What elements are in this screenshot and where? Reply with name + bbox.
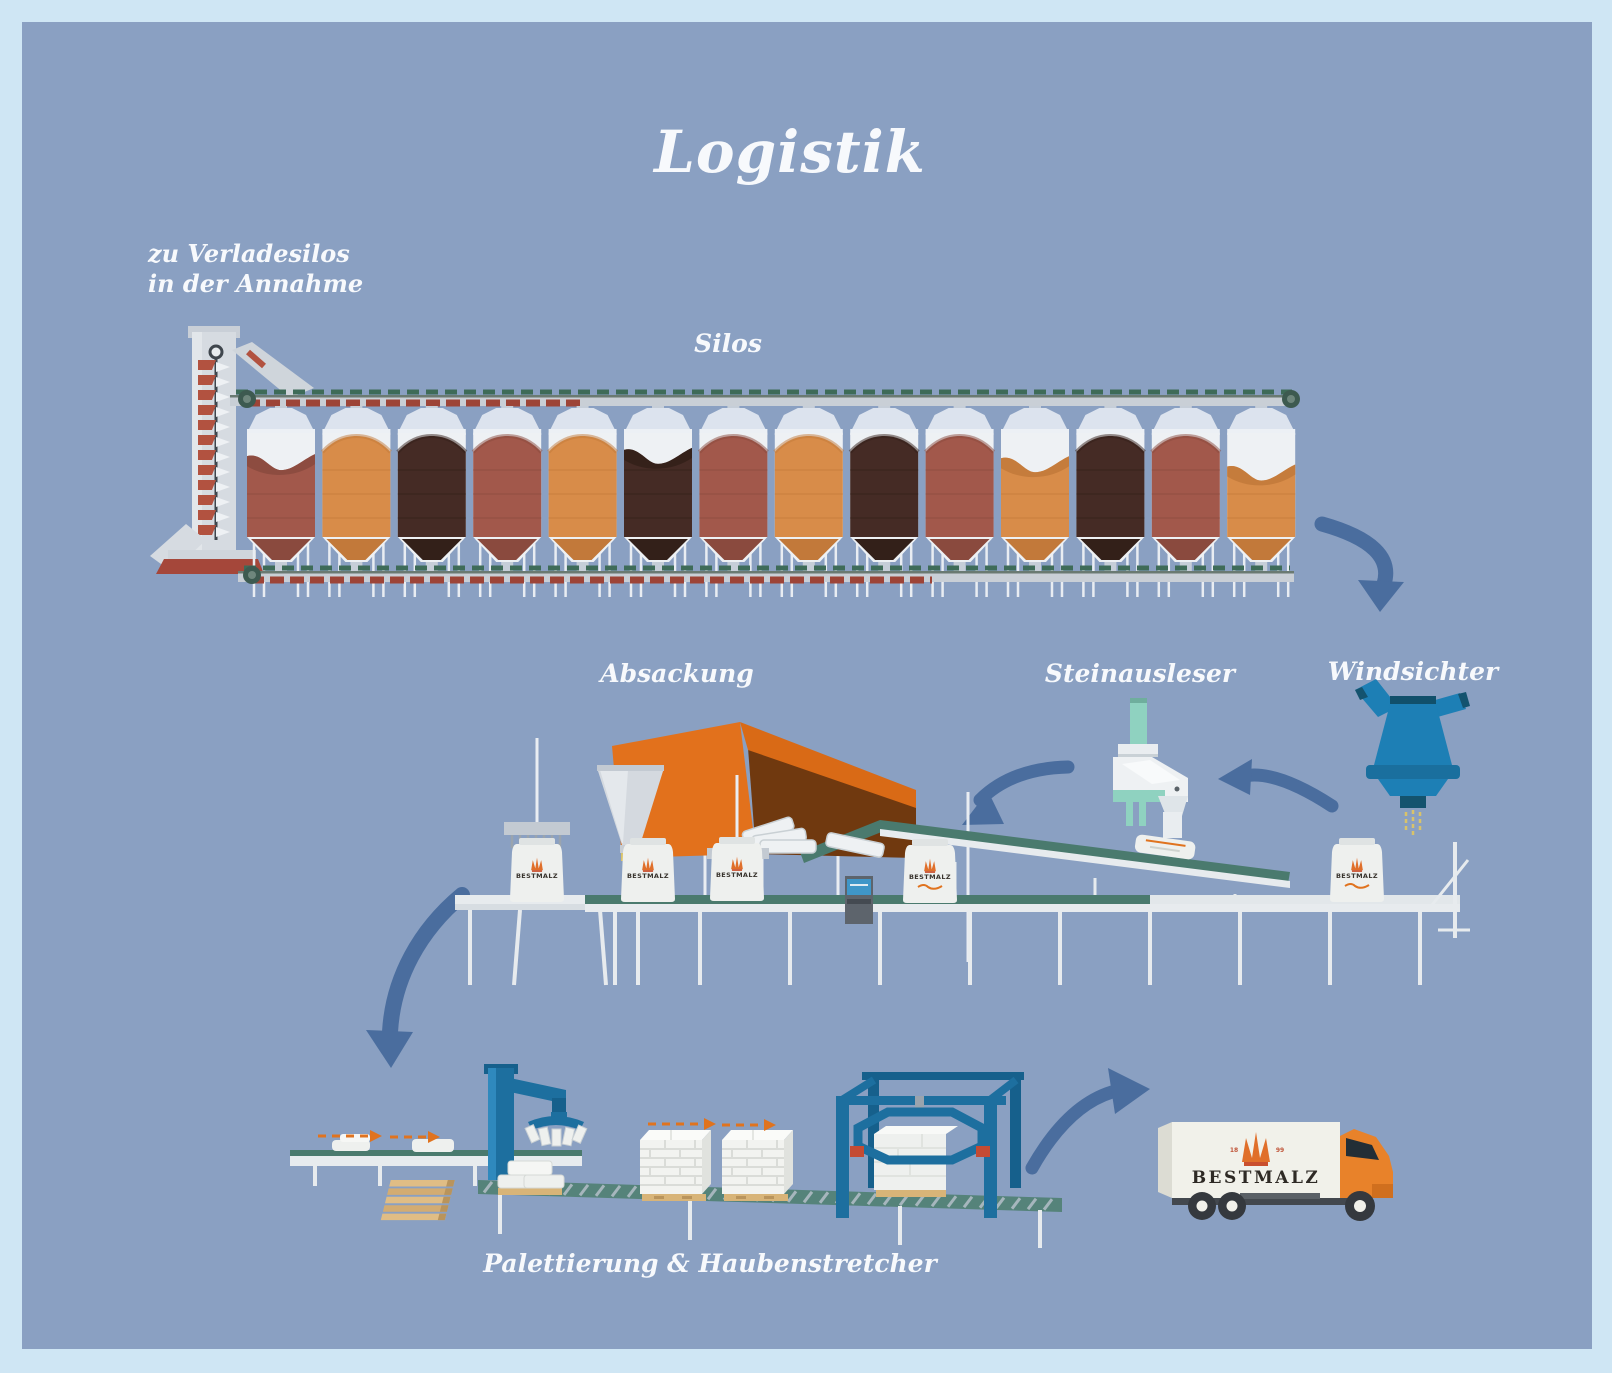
bag-brand-text: BESTMALZ bbox=[716, 871, 758, 879]
direction-arrows bbox=[318, 1118, 776, 1143]
bag-clamp-1 bbox=[504, 738, 570, 848]
falling-grain bbox=[1404, 810, 1422, 838]
delivery-truck: 18 99 BESTMALZ bbox=[1158, 1122, 1393, 1221]
end-railing bbox=[1430, 842, 1470, 938]
bag-brand-text: BESTMALZ bbox=[909, 873, 951, 881]
label-palettierung: Palettierung & Haubenstretcher bbox=[482, 1249, 938, 1278]
flow-arrow-windsichter-to-steinausleser bbox=[1218, 759, 1339, 813]
empty-pallet-stack bbox=[380, 1180, 455, 1221]
absackung-station: BESTMALZ BESTMALZ BESTMALZ BESTMALZ BESTMALZ bbox=[455, 722, 1470, 986]
truck-brand-text: BESTMALZ bbox=[1192, 1168, 1321, 1188]
silo-9 bbox=[848, 406, 920, 597]
silo-8 bbox=[773, 406, 845, 597]
filled-bags: BESTMALZ BESTMALZ BESTMALZ BESTMALZ BESTMALZ bbox=[510, 837, 1384, 903]
bestmalz-bag-5: BESTMALZ bbox=[1330, 838, 1384, 902]
label-windsichter: Windsichter bbox=[1328, 657, 1500, 686]
bag-brand-text: BESTMALZ bbox=[1336, 872, 1378, 880]
elevator-boot bbox=[156, 559, 264, 574]
steinausleser-machine bbox=[1113, 698, 1188, 838]
silo-7 bbox=[697, 406, 769, 597]
control-kiosk bbox=[845, 876, 873, 924]
flow-arrow-palettierung-to-truck bbox=[1025, 1068, 1150, 1175]
palletized-stack-2 bbox=[722, 1130, 793, 1201]
bucket-elevator bbox=[150, 326, 314, 574]
bag-on-ramp bbox=[1134, 834, 1196, 860]
silo-12 bbox=[1074, 406, 1146, 597]
logo-year-right: 99 bbox=[1276, 1147, 1284, 1154]
label-absackung: Absackung bbox=[598, 659, 754, 688]
label-silos: Silos bbox=[694, 329, 762, 358]
bottom-conveyor bbox=[238, 565, 1294, 584]
palletized-stack-1 bbox=[640, 1130, 711, 1201]
bestmalz-bag-3: BESTMALZ bbox=[710, 837, 764, 901]
palletizing-station bbox=[290, 1064, 1062, 1248]
flow-arrow-silos-to-windsichter bbox=[1314, 516, 1404, 612]
silo-11 bbox=[1001, 406, 1069, 597]
palletized-stacks bbox=[640, 1130, 793, 1201]
bestmalz-logo: 18 99 BESTMALZ bbox=[1192, 1132, 1321, 1188]
page-title: Logistik bbox=[652, 118, 926, 186]
bag-brand-text: BESTMALZ bbox=[627, 872, 669, 880]
flow-arrow-steinausleser-to-absackung bbox=[962, 760, 1075, 825]
windsichter-machine bbox=[1355, 679, 1470, 838]
bagging-conveyor bbox=[585, 895, 1460, 985]
bestmalz-bag-4: BESTMALZ bbox=[903, 839, 957, 903]
loose-bag-stack bbox=[497, 1160, 565, 1195]
pick-crane bbox=[484, 1064, 588, 1180]
label-steinausleser: Steinausleser bbox=[1045, 659, 1237, 688]
ramp-conveyor bbox=[800, 820, 1290, 908]
top-conveyor bbox=[230, 389, 1300, 408]
bestmalz-bag-1: BESTMALZ bbox=[510, 838, 564, 902]
hood-stretcher bbox=[836, 1072, 1024, 1218]
silo-1 bbox=[247, 406, 315, 597]
silo-2 bbox=[320, 406, 392, 597]
annahme-note-line2: in der Annahme bbox=[148, 269, 363, 298]
silo-3 bbox=[396, 406, 468, 597]
annahme-note-line1: zu Verladesilos bbox=[147, 239, 350, 268]
logo-year-left: 18 bbox=[1230, 1147, 1238, 1154]
silo-4 bbox=[471, 406, 543, 597]
flow-arrow-absackung-to-palettierung bbox=[366, 887, 470, 1068]
bestmalz-bag-2: BESTMALZ bbox=[621, 838, 675, 902]
bag-brand-text: BESTMALZ bbox=[516, 872, 558, 880]
silo-5 bbox=[547, 406, 619, 597]
truck-window bbox=[1346, 1138, 1379, 1160]
silo-13 bbox=[1150, 406, 1222, 597]
silo-10 bbox=[924, 406, 996, 597]
